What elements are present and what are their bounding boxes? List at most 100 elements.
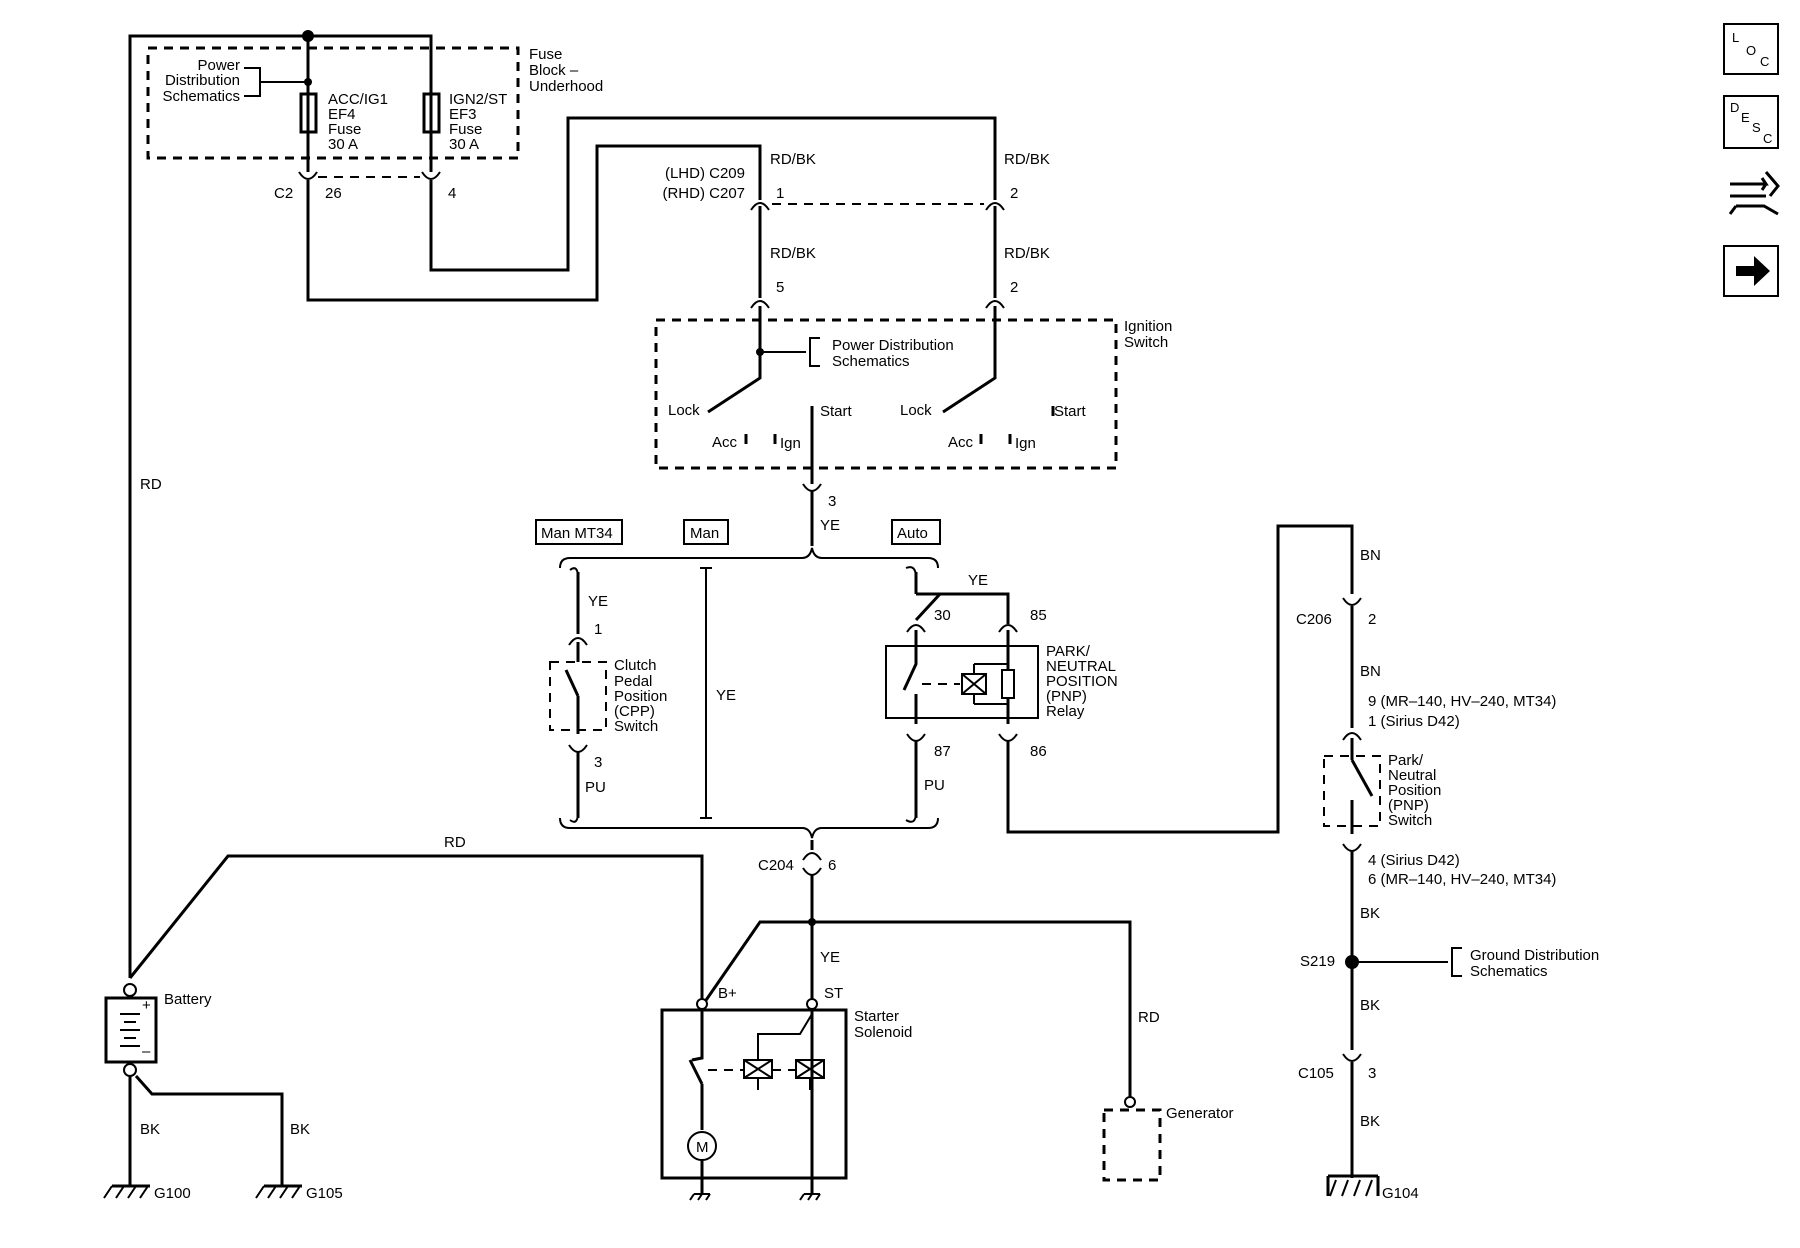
starter-motor-m: M [696, 1139, 709, 1156]
starter-label-1: Starter [854, 1008, 899, 1025]
location-icon[interactable]: L O C [1723, 23, 1779, 75]
ign-acc-label-1: Acc [712, 434, 738, 451]
ignition-switch-label-2: Switch [1124, 334, 1168, 351]
c209-pin-1: 1 [776, 185, 784, 202]
option-man: Man [690, 525, 719, 542]
c2-connector-label: C2 [274, 185, 293, 202]
ign-pin-5: 5 [776, 279, 784, 296]
ground-g100: G100 [103, 1184, 191, 1202]
battery: RD RD + – Battery BK BK [104, 476, 704, 1186]
cpp-pin-3: 3 [594, 754, 602, 771]
desc-c: C [1763, 131, 1772, 146]
wire-rdbk-label-3: RD/BK [770, 245, 816, 262]
fuse-ef3: IGN2/ST EF3 Fuse 30 A [422, 91, 507, 172]
fuse-ef4-line1: ACC/IG1 [328, 91, 388, 108]
wire-bk-label-5: BK [1360, 1113, 1380, 1130]
fuse-block-label-1: Fuse [529, 46, 562, 63]
ground-g105: G105 [255, 1184, 343, 1202]
c209-pin-2: 2 [1010, 185, 1018, 202]
ign-acc-label-2: Acc [948, 434, 974, 451]
wire-pu-label-2: PU [924, 777, 945, 794]
ground-g105-label: G105 [306, 1185, 343, 1202]
ground-g104-label: G104 [1382, 1185, 1419, 1202]
starter-b-plus: B+ [718, 985, 737, 1002]
cpp-label-5: Switch [614, 718, 658, 735]
generator-label: Generator [1166, 1105, 1234, 1122]
c105-pin-3: 3 [1368, 1065, 1376, 1082]
ignition-switch-label-1: Ignition [1124, 318, 1172, 335]
pnp-relay-pin-86: 86 [1030, 743, 1047, 760]
fuse-ef3-line1: IGN2/ST [449, 91, 507, 108]
ign-pin-3: 3 [828, 493, 836, 510]
fuse-block-underhood: Fuse Block – Underhood Power Distributio… [128, 30, 997, 978]
ground-dist-2: Schematics [1470, 963, 1548, 980]
c2-pin-26: 26 [325, 185, 342, 202]
wire-rd-label-1: RD [140, 476, 162, 493]
ign-pin-2: 2 [1010, 279, 1018, 296]
s219-label: S219 [1300, 953, 1335, 970]
wire-rdbk-label-1: RD/BK [770, 151, 816, 168]
fuse-ef4: ACC/IG1 EF4 Fuse 30 A [299, 91, 388, 172]
option-man-mt34: Man MT34 [541, 525, 613, 542]
battery-minus: – [142, 1043, 151, 1060]
clutch-pedal-position-switch: YE 1 Clutch Pedal Position (CPP) Switch … [549, 567, 667, 823]
connector-c209-c207: (LHD) C209 (RHD) C207 RD/BK RD/BK 1 2 RD… [662, 151, 1050, 309]
c2-pin-4: 4 [448, 185, 456, 202]
cpp-label-1: Clutch [614, 657, 657, 674]
option-auto: Auto [897, 525, 928, 542]
cpp-pin-1: 1 [594, 621, 602, 638]
ignition-switch: Ignition Switch Power Distribution Schem… [654, 306, 1172, 546]
c209-lhd-label: (LHD) C209 [665, 165, 745, 182]
pnp-relay-pin-87: 87 [934, 743, 951, 760]
wire-rdbk-label-2: RD/BK [1004, 151, 1050, 168]
fuse-block-label-3: Underhood [529, 78, 603, 95]
fuse-block-label-2: Block – [529, 62, 579, 79]
wire-ye-label-2: YE [588, 593, 608, 610]
pnp-relay-pin-30: 30 [934, 607, 951, 624]
wire-rd-label-2: RD [444, 834, 466, 851]
fuse-ef3-line3: Fuse [449, 121, 482, 138]
loc-o: O [1746, 43, 1756, 58]
fuse-ef3-line2: EF3 [449, 106, 477, 123]
c207-rhd-label: (RHD) C207 [662, 185, 745, 202]
ign-ign-label-2: Ign [1015, 435, 1036, 452]
pnp-relay-label-4: (PNP) [1046, 688, 1087, 705]
pnp-switch-label-2: Neutral [1388, 767, 1436, 784]
ground-g104: G104 [1326, 1174, 1419, 1202]
cpp-label-3: Position [614, 688, 667, 705]
ign-lock-label-1: Lock [668, 402, 700, 419]
pnp-switch-label-5: Switch [1388, 812, 1432, 829]
fuse-power-dist-1: Power [197, 57, 240, 74]
c206-label: C206 [1296, 611, 1332, 628]
wire-rd-label-3: RD [1138, 1009, 1160, 1026]
pnp-relay-label-2: NEUTRAL [1046, 658, 1116, 675]
pnp-switch-pin-top-2: 1 (Sirius D42) [1368, 713, 1460, 730]
wire-bn-label-2: BN [1360, 663, 1381, 680]
fuse-power-dist-2: Distribution [165, 72, 240, 89]
fuse-ef4-line3: Fuse [328, 121, 361, 138]
next-page-icon[interactable] [1723, 245, 1779, 297]
pnp-relay-label-1: PARK/ [1046, 643, 1091, 660]
fuse-ef4-line4: 30 A [328, 136, 358, 153]
c105-label: C105 [1298, 1065, 1334, 1082]
pnp-switch-pin-top-1: 9 (MR–140, HV–240, MT34) [1368, 693, 1556, 710]
starter-st: ST [824, 985, 843, 1002]
pnp-relay-pin-85: 85 [1030, 607, 1047, 624]
battery-plus: + [142, 997, 151, 1014]
wire-pu-label-1: PU [585, 779, 606, 796]
pnp-relay-label-5: Relay [1046, 703, 1085, 720]
wire-ye-label-1: YE [820, 517, 840, 534]
wire-bk-label-3: BK [1360, 905, 1380, 922]
ign-start-label-1: Start [820, 403, 853, 420]
wire-bn-label-1: BN [1360, 547, 1381, 564]
c204-pin-6: 6 [828, 857, 836, 874]
manual-ye-wire: YE [700, 567, 736, 819]
fuse-ef3-line4: 30 A [449, 136, 479, 153]
fuse-power-dist-3: Schematics [162, 88, 240, 105]
description-icon[interactable]: D E S C [1723, 95, 1779, 149]
loc-c: C [1760, 54, 1769, 69]
connector-view-icon[interactable] [1728, 171, 1780, 216]
ground-dist-1: Ground Distribution [1470, 947, 1599, 964]
battery-label: Battery [164, 991, 212, 1008]
wire-ye-label-5: YE [820, 949, 840, 966]
